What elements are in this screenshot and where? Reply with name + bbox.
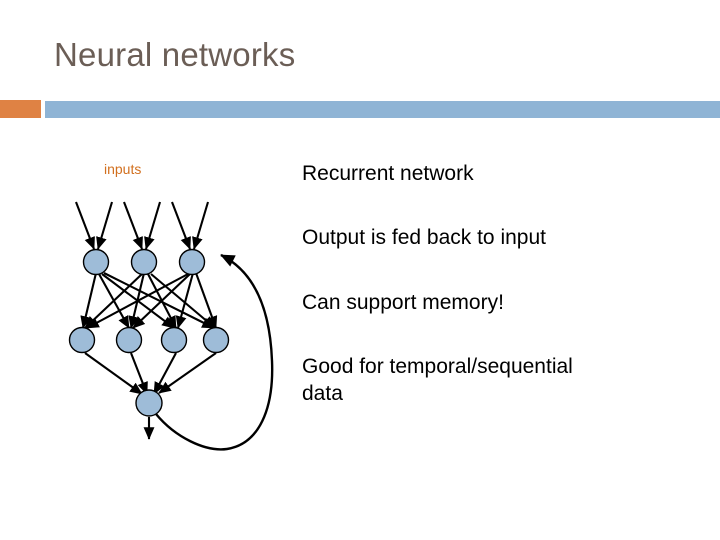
neural-network-diagram bbox=[55, 185, 300, 475]
edge-h4-o1 bbox=[158, 352, 217, 394]
node-input-1 bbox=[82, 248, 110, 276]
node-input-3 bbox=[178, 248, 206, 276]
edge-i3-h2 bbox=[132, 273, 191, 329]
input-arrow-1a bbox=[75, 201, 95, 250]
hidden-layer-nodes bbox=[68, 326, 230, 354]
network-svg bbox=[68, 201, 274, 451]
inputs-caption: inputs bbox=[104, 161, 142, 177]
input-arrow-1b bbox=[96, 201, 114, 250]
edge-i3-h1 bbox=[86, 273, 189, 329]
input-arrow-3b bbox=[192, 201, 210, 250]
body-line-output-fed-back: Output is fed back to input bbox=[302, 226, 546, 250]
input-arrow-2b bbox=[144, 201, 162, 250]
node-hidden-1 bbox=[68, 326, 96, 354]
hidden-to-output-edges bbox=[84, 352, 217, 395]
node-output-1 bbox=[135, 389, 163, 417]
input-arrow-3a bbox=[171, 201, 191, 250]
node-hidden-2 bbox=[115, 326, 143, 354]
edge-h1-o1 bbox=[84, 352, 143, 395]
node-hidden-4 bbox=[202, 326, 230, 354]
edge-h2-o1 bbox=[130, 352, 148, 395]
edge-h3-o1 bbox=[153, 352, 177, 395]
body-text-column: Recurrent network Output is fed back to … bbox=[302, 160, 682, 407]
accent-bar-blue bbox=[45, 101, 720, 118]
body-line-can-support-memory: Can support memory! bbox=[302, 290, 504, 314]
edge-i2-h4 bbox=[150, 273, 216, 329]
recurrent-feedback-edge bbox=[155, 253, 274, 451]
page-title: Neural networks bbox=[54, 36, 296, 73]
edge-i3-h4 bbox=[195, 272, 218, 329]
input-layer-nodes bbox=[82, 248, 206, 276]
output-layer-nodes bbox=[135, 389, 163, 417]
accent-bar-orange bbox=[0, 100, 41, 118]
input-arrows-group bbox=[75, 201, 210, 250]
input-to-hidden-edges bbox=[80, 272, 218, 329]
node-hidden-3 bbox=[160, 326, 188, 354]
node-input-2 bbox=[130, 248, 158, 276]
body-line-recurrent-network: Recurrent network bbox=[302, 162, 474, 185]
input-arrow-2a bbox=[123, 201, 143, 250]
edge-i1-h4 bbox=[103, 272, 215, 329]
edge-i3-h3 bbox=[175, 272, 195, 329]
body-line-temporal-sequential: Good for temporal/sequential data bbox=[302, 354, 573, 406]
